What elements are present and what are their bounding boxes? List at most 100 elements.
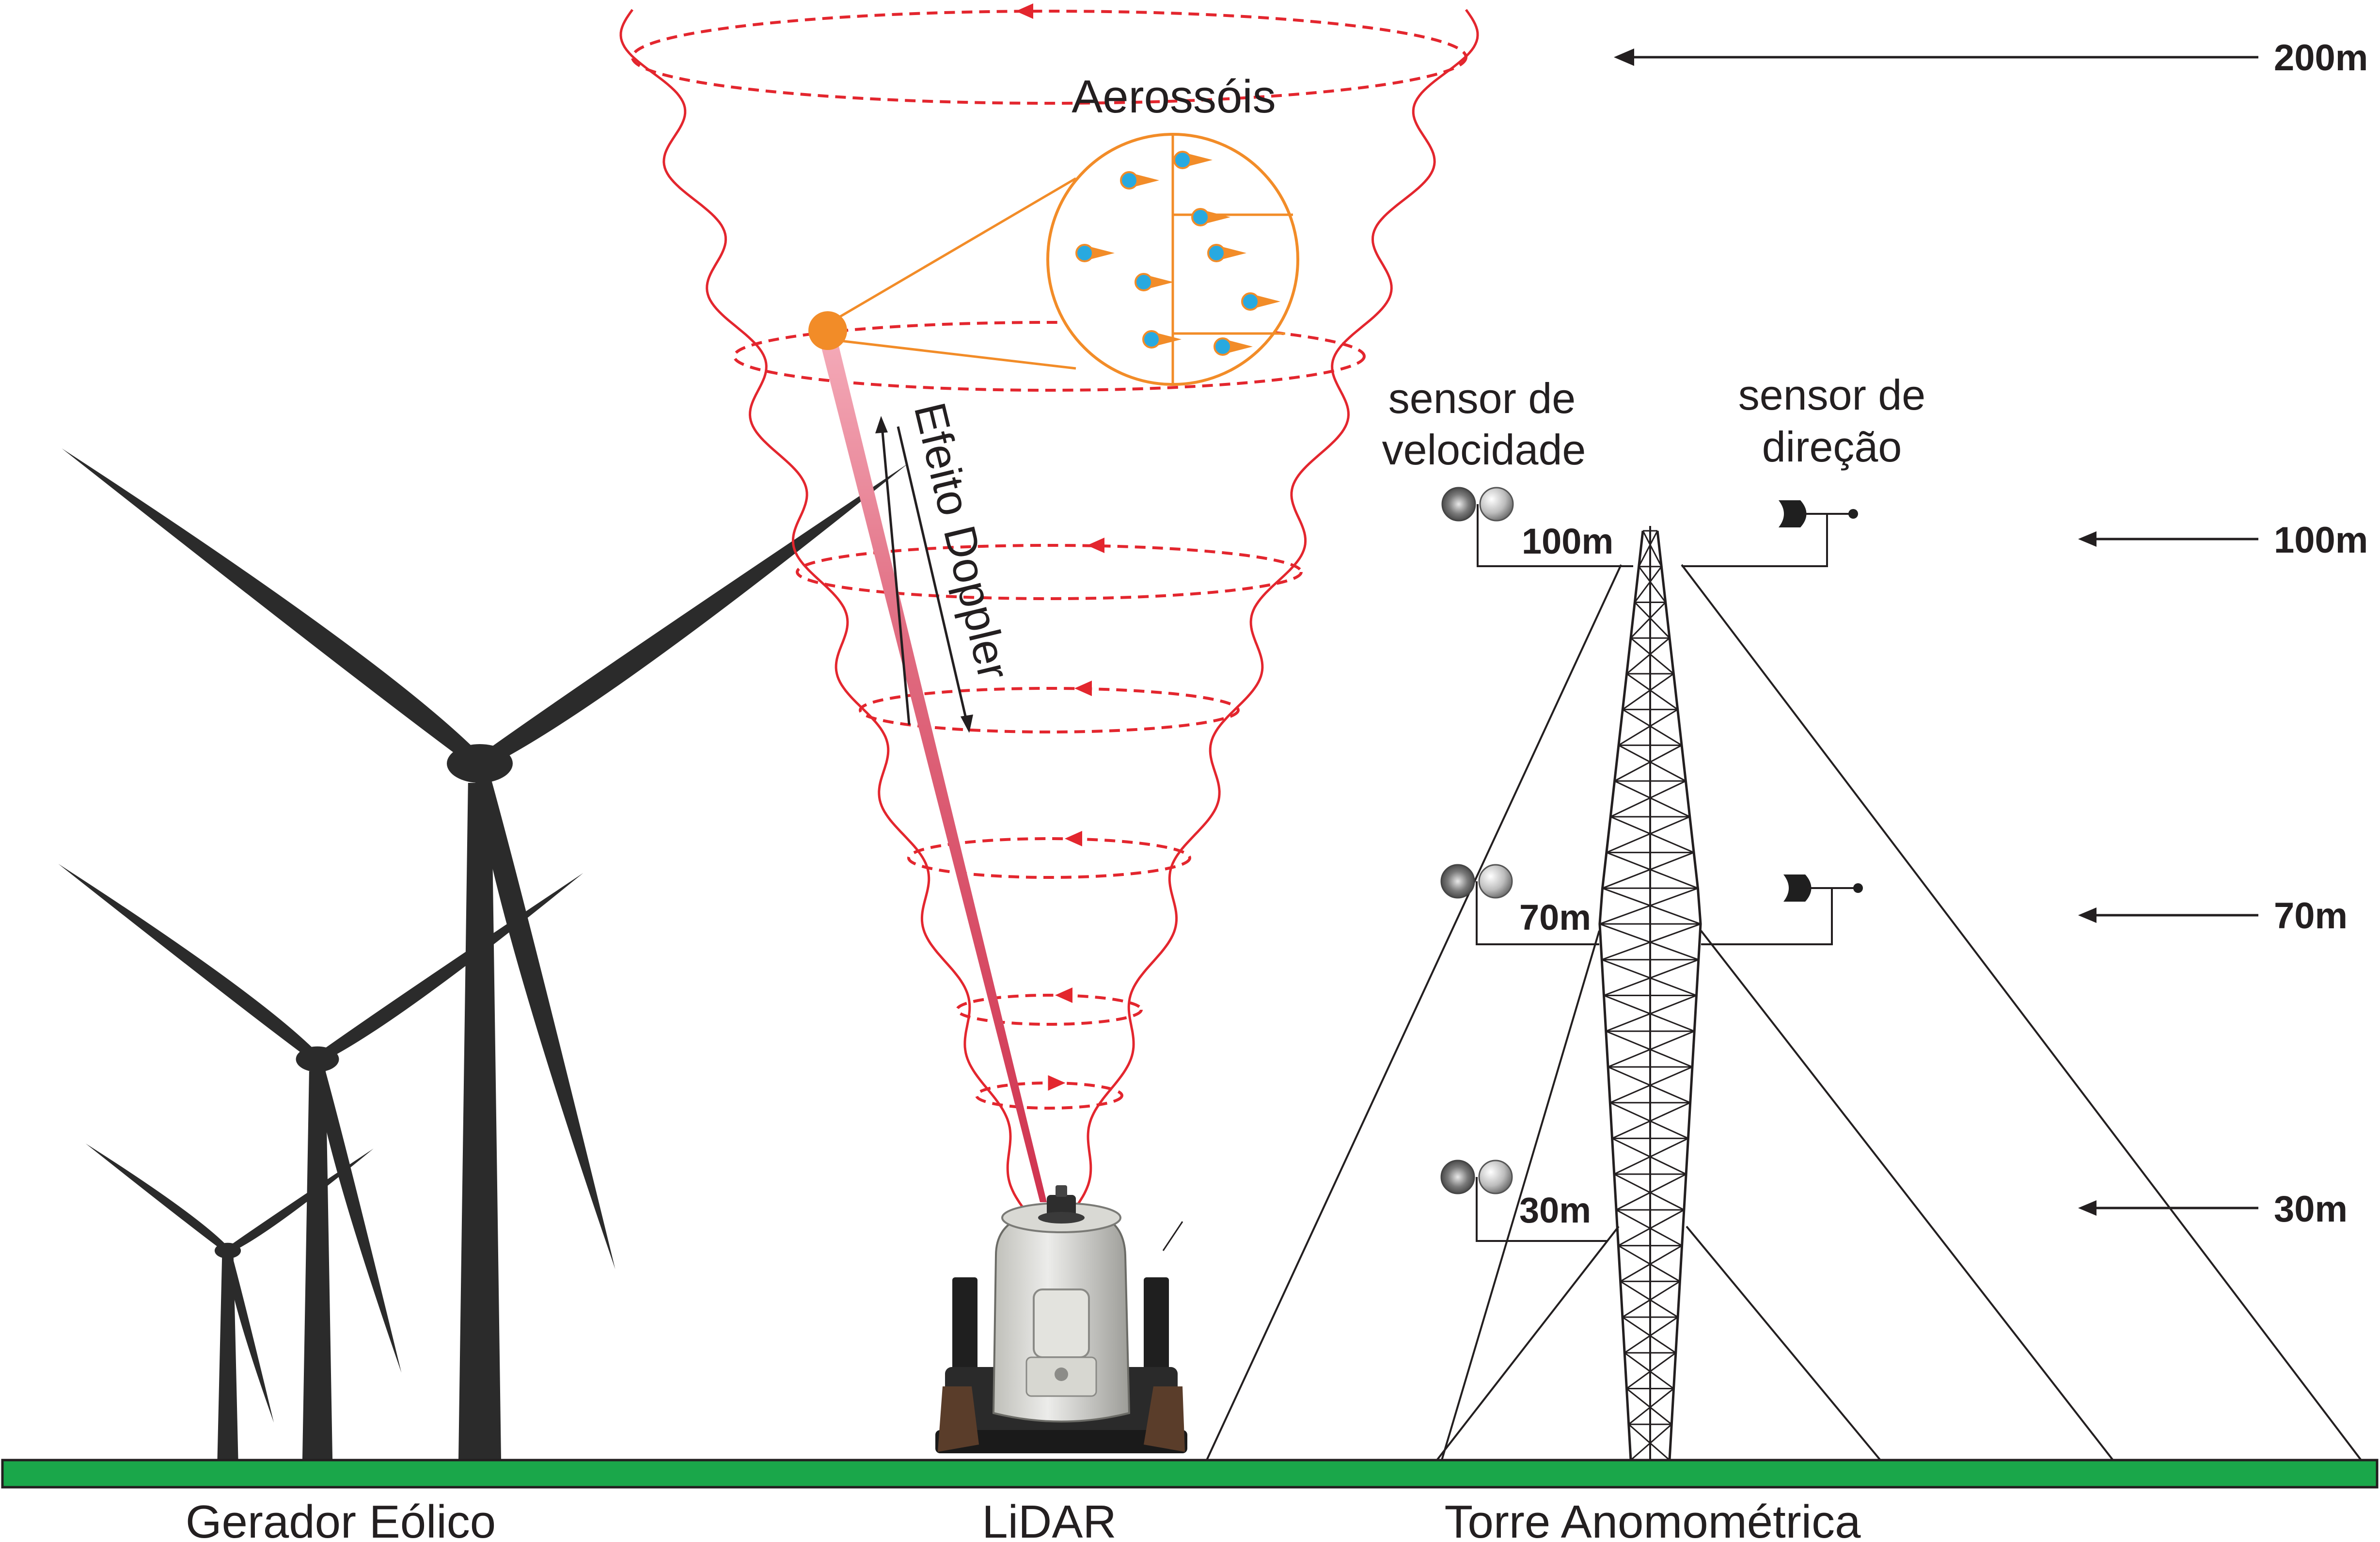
cup-left-icon [1440,864,1475,899]
particle-dot [1142,330,1161,349]
turbine-nacelle [447,744,513,783]
direction-sensor [1701,874,1863,945]
tower-brace [1638,530,1658,567]
doppler-label: Efeito Doppler [905,398,1019,684]
tower-brace [1614,1173,1685,1211]
lidar-device [935,1185,1187,1453]
wind-turbine-2 [58,864,583,1460]
guy-wire [1686,1225,1881,1461]
tower-brace [1608,1030,1695,1068]
aerosol-particle [1173,151,1213,169]
tower-brace [1618,745,1686,782]
guy-wire [1441,930,1600,1461]
tower-brace [1601,923,1701,961]
tower-brace [1610,780,1686,818]
tower-brace [1628,1424,1670,1461]
scan-ellipse-5 [907,837,1191,879]
scan-direction-arrow [1016,3,1033,19]
tower-brace [1601,959,1697,996]
sensor-arm [1701,888,1833,945]
turbine-blade [62,448,484,769]
speed-sensor-label-line1: sensor de [1388,374,1576,422]
aerosol-particle [1075,244,1115,262]
particle-dot [1241,292,1260,311]
scan-ellipse-6 [956,994,1143,1026]
vane-tail-icon [1779,500,1807,527]
tower-brace [1611,1102,1691,1139]
guy-wire [1700,930,2114,1461]
tower-height-label-100m: 100m [1522,521,1613,561]
aerosol-spot [808,311,847,350]
tower-brace [1624,1316,1678,1354]
sensor-arm [1477,504,1633,567]
aerosol-particle [1207,244,1246,262]
turbine-blade [85,1144,230,1253]
scan-direction-arrow [1087,538,1104,553]
guy-wire [1681,564,2362,1461]
speed-sensor [1440,1160,1608,1242]
wind-turbines [58,448,909,1460]
tower-brace [1618,1209,1685,1246]
cup-left-icon [1440,1160,1475,1194]
direction-sensor-label-line1: sensor de [1738,371,1925,419]
aerosol-particles [1075,151,1280,356]
turbine-blade [475,463,909,769]
scale-label-30m: 30m [2274,1189,2348,1230]
wind-turbine-3 [85,1144,374,1460]
speed-sensor [1441,487,1633,567]
tower-brace [1602,887,1701,925]
tower-brace [1622,1281,1681,1318]
doppler-arrows [875,416,973,733]
turbine-tower [217,1257,238,1460]
tower-brace [1614,780,1690,818]
vane-tip [1848,509,1858,519]
tower-brace [1606,852,1699,889]
tower-brace [1616,1173,1686,1211]
tower-brace [1626,1388,1672,1425]
tower-brace [1630,602,1666,639]
wind-turbine-1 [62,448,909,1460]
cone-right-edge [1049,9,1479,1218]
tower-brace [1620,1245,1683,1282]
tower-brace [1626,1352,1676,1389]
turbine-blade [226,1148,374,1253]
aerosol-particle [1241,292,1280,311]
laser-beam [819,338,1047,1202]
scan-ellipse-7 [975,1081,1123,1110]
aerosols-label: Aerossóis [1072,71,1276,123]
tower-brace [1603,995,1695,1032]
aerosol-particle [1120,171,1159,190]
tower-brace [1642,530,1662,567]
vane-tip [1853,883,1863,893]
scan-ellipse-3 [796,544,1303,600]
tower-brace [1603,959,1699,996]
tower-brace [1606,995,1697,1032]
tower-brace [1622,1316,1676,1354]
tower-brace [1606,1030,1693,1068]
turbine-blade [313,1058,402,1373]
scan-direction-arrow [1055,987,1072,1003]
speed-sensor-label-line2: velocidade [1382,426,1586,474]
tower-brace [1618,1245,1681,1282]
tower-sensors [1440,487,1863,1242]
cup-left-icon [1441,487,1476,522]
tower-brace [1611,1138,1686,1175]
particle-dot [1173,151,1192,169]
aerosol-particle [1214,337,1253,356]
tower-brace [1602,852,1694,889]
aerosol-particle [1135,273,1174,291]
scan-ellipse-1 [631,10,1467,105]
turbine-nacelle [214,1242,241,1259]
particle-dot [1135,273,1153,291]
tower-brace [1599,887,1698,925]
tower-brace [1624,1352,1674,1389]
tower-brace [1620,1281,1678,1318]
tower-brace [1622,673,1674,710]
scan-ellipses [631,3,1467,1110]
tower-brace [1618,709,1678,746]
tower-brace [1610,816,1694,853]
guy-wire [1436,1225,1620,1461]
tower-right-rail [1656,530,1702,1461]
tower-brace [1609,1102,1689,1139]
